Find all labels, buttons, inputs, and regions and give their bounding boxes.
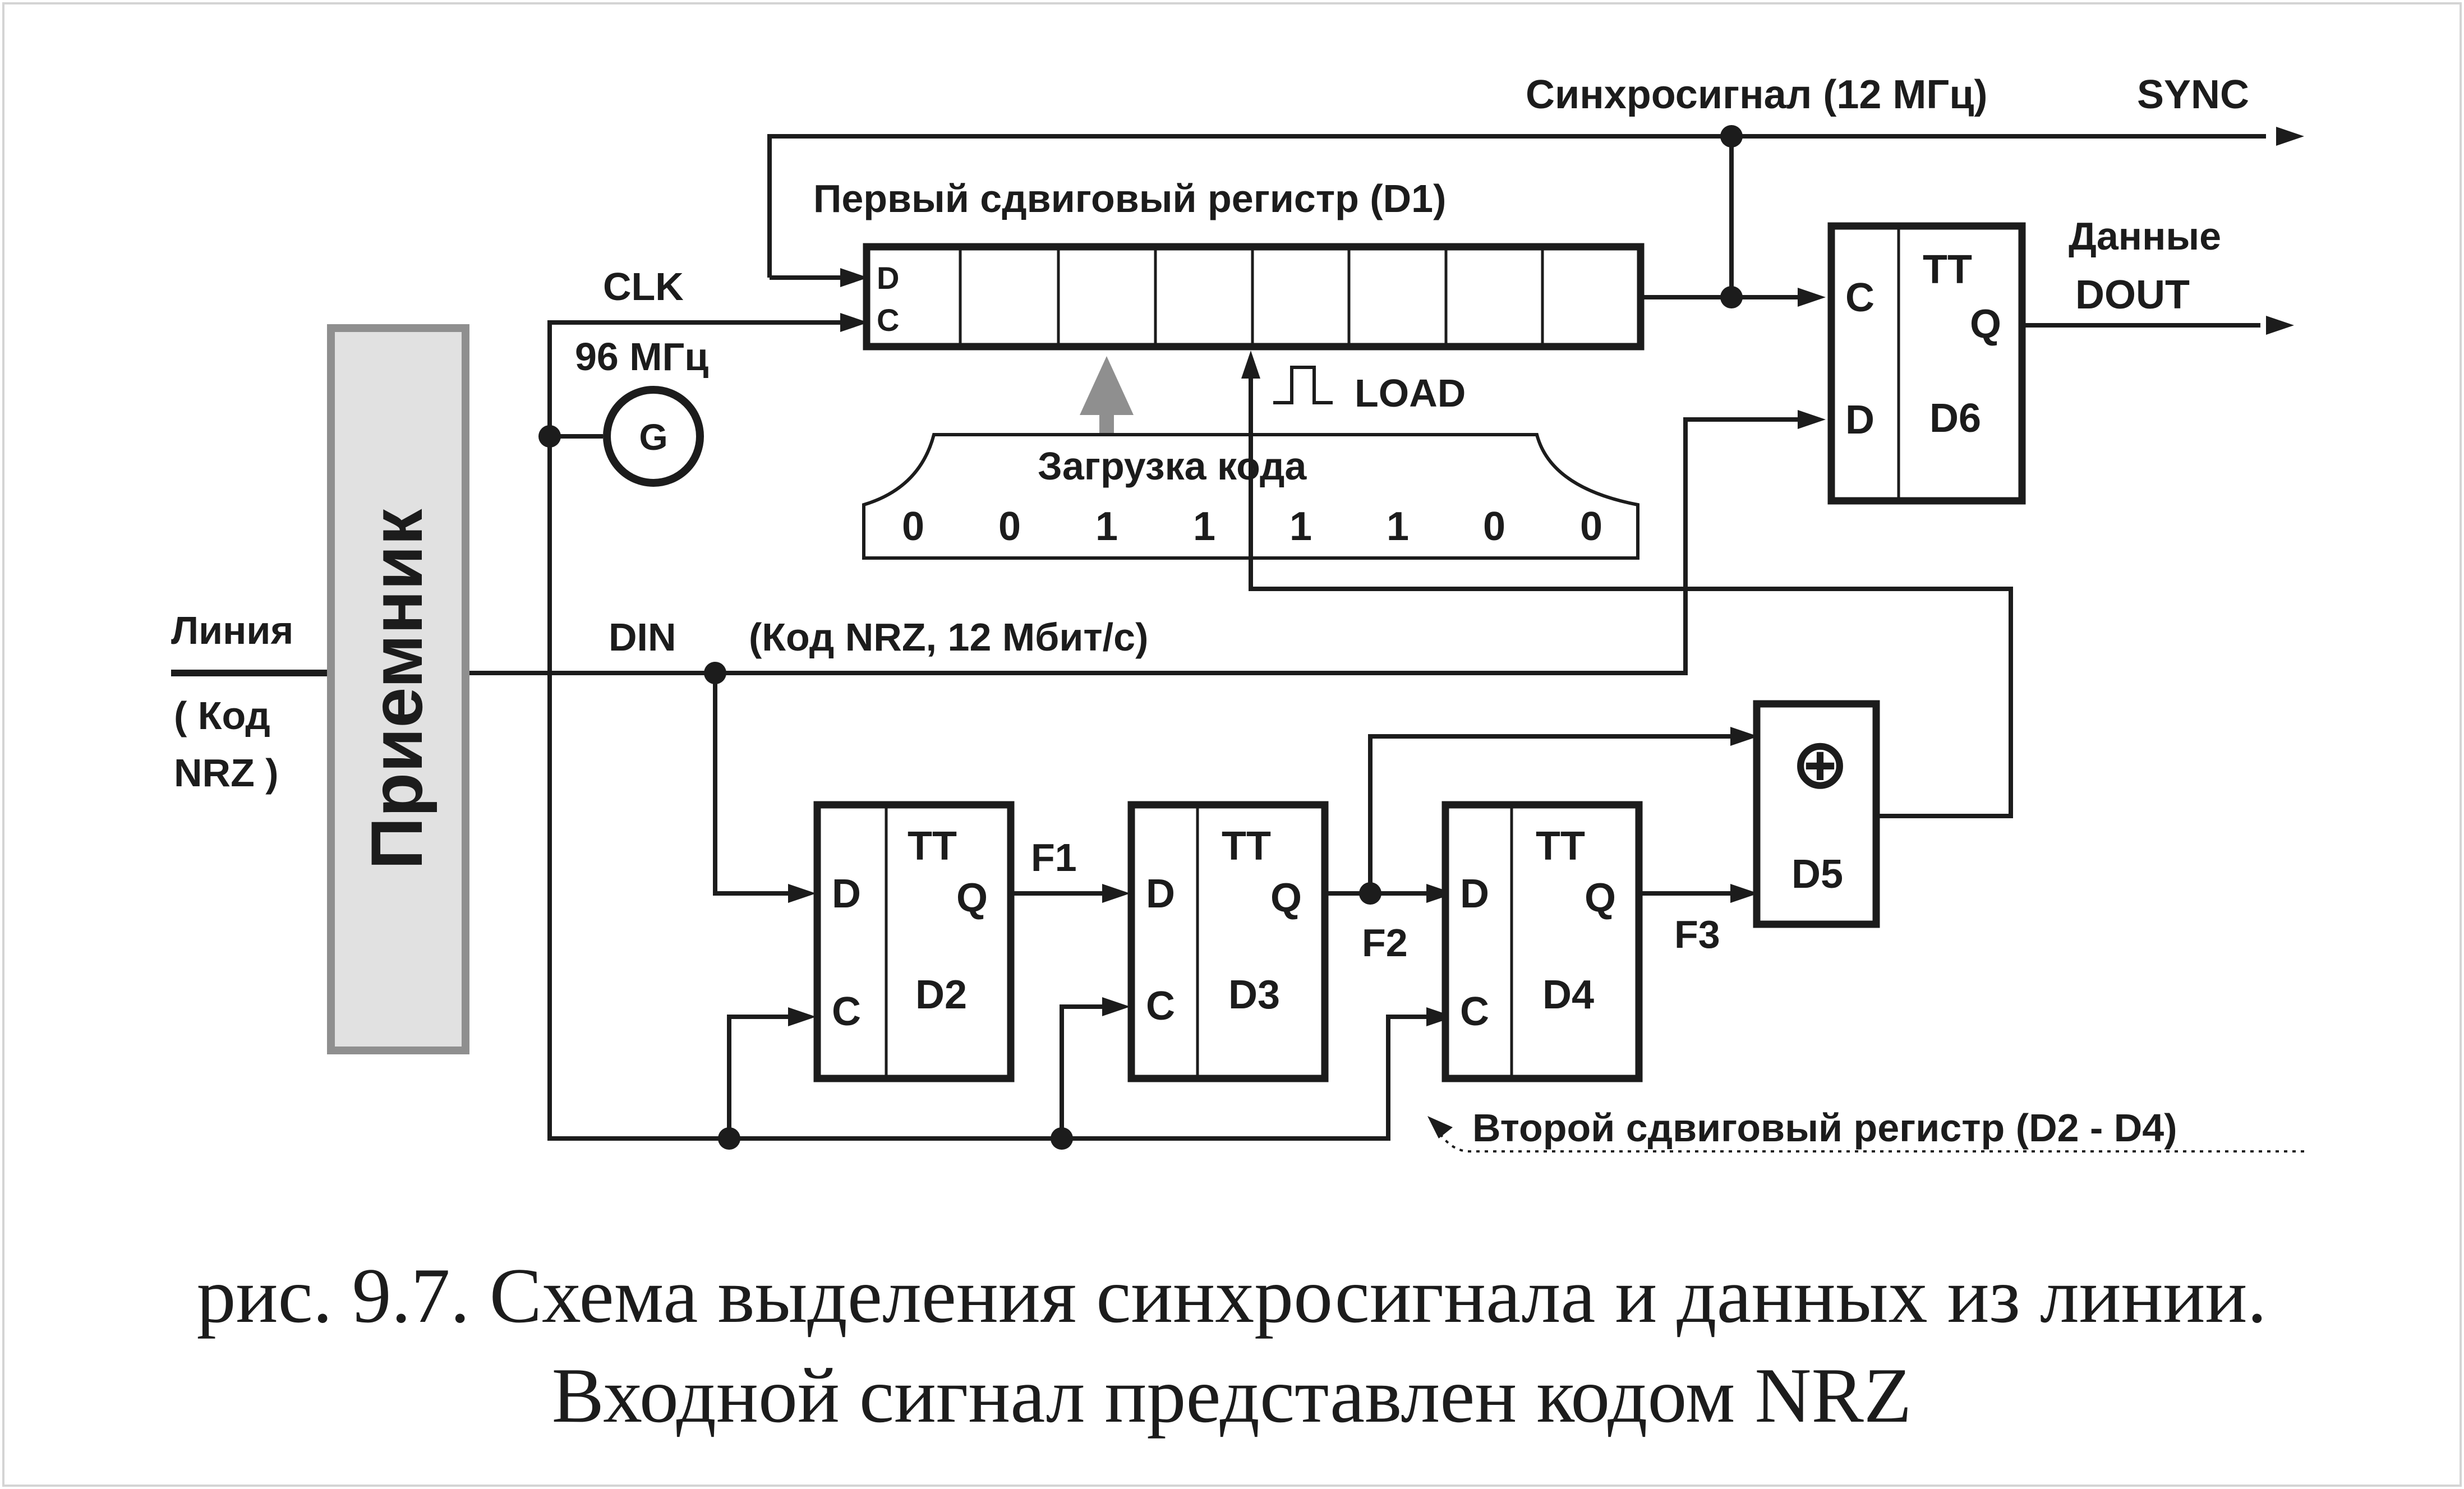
din-label: DIN (609, 615, 676, 659)
receiver-label: Приемник (356, 509, 437, 870)
f1-label: F1 (1031, 836, 1077, 879)
d1-c-input-label: C (877, 302, 899, 338)
d2-name: D2 (915, 972, 967, 1017)
d4-q: Q (1585, 875, 1616, 920)
data-out-label: Данные (2069, 214, 2221, 258)
code-bits: 0 0 1 1 1 1 0 0 (902, 504, 1602, 549)
d2-c-input: C (832, 989, 861, 1034)
code-bit: 1 (1193, 504, 1215, 549)
load-code-arrow (1080, 356, 1134, 435)
second-register-label: Второй сдвиговый регистр (D2 - D4) (1472, 1106, 2177, 1150)
frequency-label: 96 МГц (575, 335, 708, 379)
d1-d-input-label: D (877, 260, 899, 296)
d3-c-input: C (1146, 984, 1175, 1029)
d3-q: Q (1270, 875, 1302, 920)
d6-c-input: C (1845, 275, 1875, 320)
d2-tt: TT (908, 824, 957, 869)
flipflop-d3 (1127, 801, 1329, 1082)
d6-name: D6 (1929, 396, 1981, 441)
xor-gate-d5 (1753, 700, 1880, 928)
d2-d-input: D (832, 872, 861, 916)
arrows (788, 127, 2304, 1026)
first-shift-register: D C (863, 243, 1645, 351)
line-code-label-1: ( Код (174, 694, 270, 737)
d4-d-input: D (1460, 872, 1489, 916)
wires (171, 134, 2266, 1141)
flipflop-d4 (1441, 801, 1643, 1082)
junctions (538, 125, 1743, 1150)
code-bit: 1 (1387, 504, 1409, 549)
d4-name: D4 (1542, 972, 1594, 1017)
code-bit: 0 (1483, 504, 1505, 549)
code-bit: 1 (1095, 504, 1118, 549)
flipflop-d6 (1827, 222, 2026, 505)
d5-name: D5 (1791, 852, 1843, 897)
flipflop-d2 (813, 801, 1015, 1082)
sync-signal-label: Синхросигнал (12 МГц) (1526, 72, 1987, 117)
dout-label: DOUT (2075, 273, 2190, 317)
line-code-label-2: NRZ ) (174, 751, 279, 795)
sync-label: SYNC (2137, 72, 2249, 117)
code-load-bracket (862, 433, 1639, 560)
generator-circle (603, 386, 704, 487)
code-bit: 0 (1580, 504, 1602, 549)
f2-label: F2 (1362, 921, 1408, 965)
d2-q: Q (956, 875, 988, 920)
code-load-label: Загрузка кода (1038, 444, 1307, 488)
caption-line-1: рис. 9.7. Схема выделения синхросигнала … (197, 1252, 2267, 1339)
code-bit: 0 (902, 504, 924, 549)
d4-c-input: C (1460, 989, 1489, 1034)
d4-tt: TT (1536, 824, 1585, 869)
second-register-pointer-arrowhead (1427, 1116, 1453, 1138)
code-bit: 0 (998, 504, 1021, 549)
generator-label: G (639, 416, 667, 458)
d6-q: Q (1970, 302, 2001, 347)
d3-d-input: D (1146, 872, 1175, 916)
load-pulse-icon (1273, 366, 1333, 404)
caption-line-2: Входной сигнал представлен кодом NRZ (552, 1352, 1912, 1439)
receiver-block (327, 324, 469, 1054)
first-register-label: Первый сдвиговый регистр (D1) (813, 177, 1446, 220)
d6-tt: TT (1923, 247, 1972, 292)
d3-tt: TT (1222, 824, 1271, 869)
line-label: Линия (171, 608, 293, 652)
f3-label: F3 (1674, 912, 1720, 956)
d6-d-input: D (1845, 398, 1875, 442)
d3-name: D3 (1228, 972, 1280, 1017)
clk-label: CLK (603, 265, 684, 308)
xor-icon: ⊕ (1791, 725, 1850, 803)
load-label: LOAD (1355, 371, 1466, 415)
code-bit: 1 (1289, 504, 1312, 549)
second-register-pointer (1435, 1126, 2304, 1153)
din-code-label: (Код NRZ, 12 Мбит/с) (749, 615, 1148, 659)
